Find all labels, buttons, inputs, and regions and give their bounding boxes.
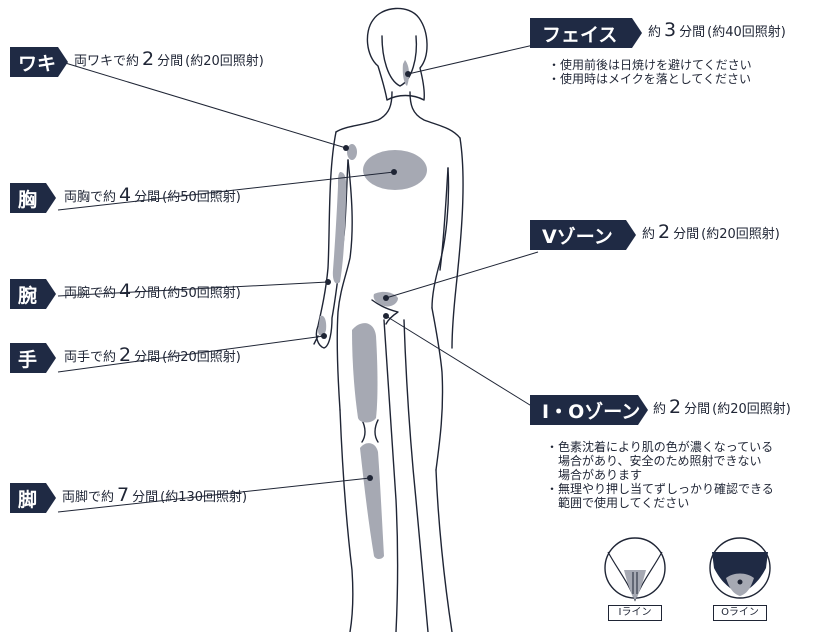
wakisub-prefix: 両ワキで約 <box>74 54 140 69</box>
chest-count: (約50回照射) <box>162 190 241 205</box>
chest-info: 両胸で約 4 分間 (約50回照射) <box>64 183 241 213</box>
tag-chest: 胸 <box>10 183 56 213</box>
body-outline <box>313 7 464 632</box>
treatment-zones <box>318 60 427 559</box>
chest-minutes: 4 <box>119 184 132 206</box>
face-unit: 分間 <box>679 25 706 40</box>
hand-info: 両手で約 2 分間 (約20回照射) <box>64 343 241 373</box>
arm-prefix: 両腕で約 <box>64 286 117 301</box>
wakisub-info: 両ワキで約 2 分間 (約20回照射) <box>74 47 264 77</box>
anchor-dots <box>321 71 411 481</box>
face-note: ・使用前後は日焼けを避けてください <box>548 58 752 72</box>
i-line-inset-icon <box>604 537 666 602</box>
iozone-prefix: 約 <box>653 402 667 417</box>
leg-zone-lower <box>360 443 384 559</box>
leg-minutes: 7 <box>117 484 130 506</box>
face-minutes: 3 <box>664 19 677 41</box>
vzone-minutes: 2 <box>658 221 671 243</box>
tag-face-label: フェイス <box>542 23 618 46</box>
arm-count: (約50回照射) <box>162 286 241 301</box>
chest-prefix: 両胸で約 <box>64 190 117 205</box>
iozone-note: ・無理やり押し当てずしっかり確認できる <box>546 482 774 496</box>
leg-prefix: 両脚で約 <box>62 490 115 505</box>
leg-count: (約130回照射) <box>160 490 248 505</box>
tag-chest-label: 胸 <box>18 188 38 211</box>
leg-info: 両脚で約 7 分間 (約130回照射) <box>62 483 247 513</box>
tag-vzone: Vゾーン <box>530 220 636 250</box>
hand-count: (約20回照射) <box>162 350 241 365</box>
vzone-prefix: 約 <box>642 227 656 242</box>
o-line-inset-icon <box>709 537 771 599</box>
leader-lines <box>57 43 539 513</box>
wakisub-minutes: 2 <box>142 48 155 70</box>
tag-arm-label: 腕 <box>18 284 38 307</box>
vzone-count: (約20回照射) <box>701 227 780 242</box>
face-count: (約40回照射) <box>707 25 786 40</box>
tag-arm: 腕 <box>10 279 56 309</box>
iozone-unit: 分間 <box>684 402 711 417</box>
i-line-caption: Iライン <box>608 605 662 621</box>
face-prefix: 約 <box>648 25 662 40</box>
leg-zone-upper <box>352 323 378 423</box>
tag-hand-label: 手 <box>18 348 38 371</box>
hand-unit: 分間 <box>134 350 161 365</box>
iozone-count: (約20回照射) <box>712 402 791 417</box>
tag-wakisub-label: ワキ <box>18 52 57 75</box>
iozone-notes: ・色素沈着により肌の色が濃くなっている 場合があり、安全のため照射できない 場合… <box>546 440 774 510</box>
leg-unit: 分間 <box>132 490 159 505</box>
tag-iozone-label: I・Oゾーン <box>542 400 641 423</box>
hand-zone <box>318 315 327 336</box>
tag-vzone-label: Vゾーン <box>542 225 613 248</box>
tag-leg-label: 脚 <box>18 488 38 511</box>
tag-face: フェイス <box>530 18 642 48</box>
arm-info: 両腕で約 4 分間 (約50回照射) <box>64 279 241 309</box>
tag-hand: 手 <box>10 343 56 373</box>
wakisub-count: (約20回照射) <box>185 54 264 69</box>
face-note: ・使用時はメイクを落としてください <box>548 72 752 86</box>
hand-prefix: 両手で約 <box>64 350 117 365</box>
iozone-note: 範囲で使用してください <box>546 496 690 510</box>
arm-zone <box>332 172 347 284</box>
tag-iozone: I・Oゾーン <box>530 395 648 425</box>
tag-leg: 脚 <box>10 483 56 513</box>
underarm-zone <box>347 144 357 160</box>
wakisub-unit: 分間 <box>157 54 184 69</box>
iozone-note: ・色素沈着により肌の色が濃くなっている <box>546 440 774 454</box>
iozone-minutes: 2 <box>669 396 682 418</box>
vzone-info: 約 2 分間 (約20回照射) <box>642 220 780 250</box>
iozone-note: 場合があり、安全のため照射できない <box>546 454 762 468</box>
vzone-unit: 分間 <box>673 227 700 242</box>
tag-wakisub: ワキ <box>10 47 68 77</box>
hand-minutes: 2 <box>119 344 132 366</box>
o-line-caption: Oライン <box>713 605 767 621</box>
face-info: 約 3 分間 (約40回照射) <box>648 18 786 48</box>
arm-minutes: 4 <box>119 280 132 302</box>
face-notes: ・使用前後は日焼けを避けてください ・使用時はメイクを落としてください <box>548 58 752 86</box>
chest-unit: 分間 <box>134 190 161 205</box>
arm-unit: 分間 <box>134 286 161 301</box>
iozone-info: 約 2 分間 (約20回照射) <box>653 395 791 425</box>
iozone-note: 場合があります <box>546 468 643 482</box>
